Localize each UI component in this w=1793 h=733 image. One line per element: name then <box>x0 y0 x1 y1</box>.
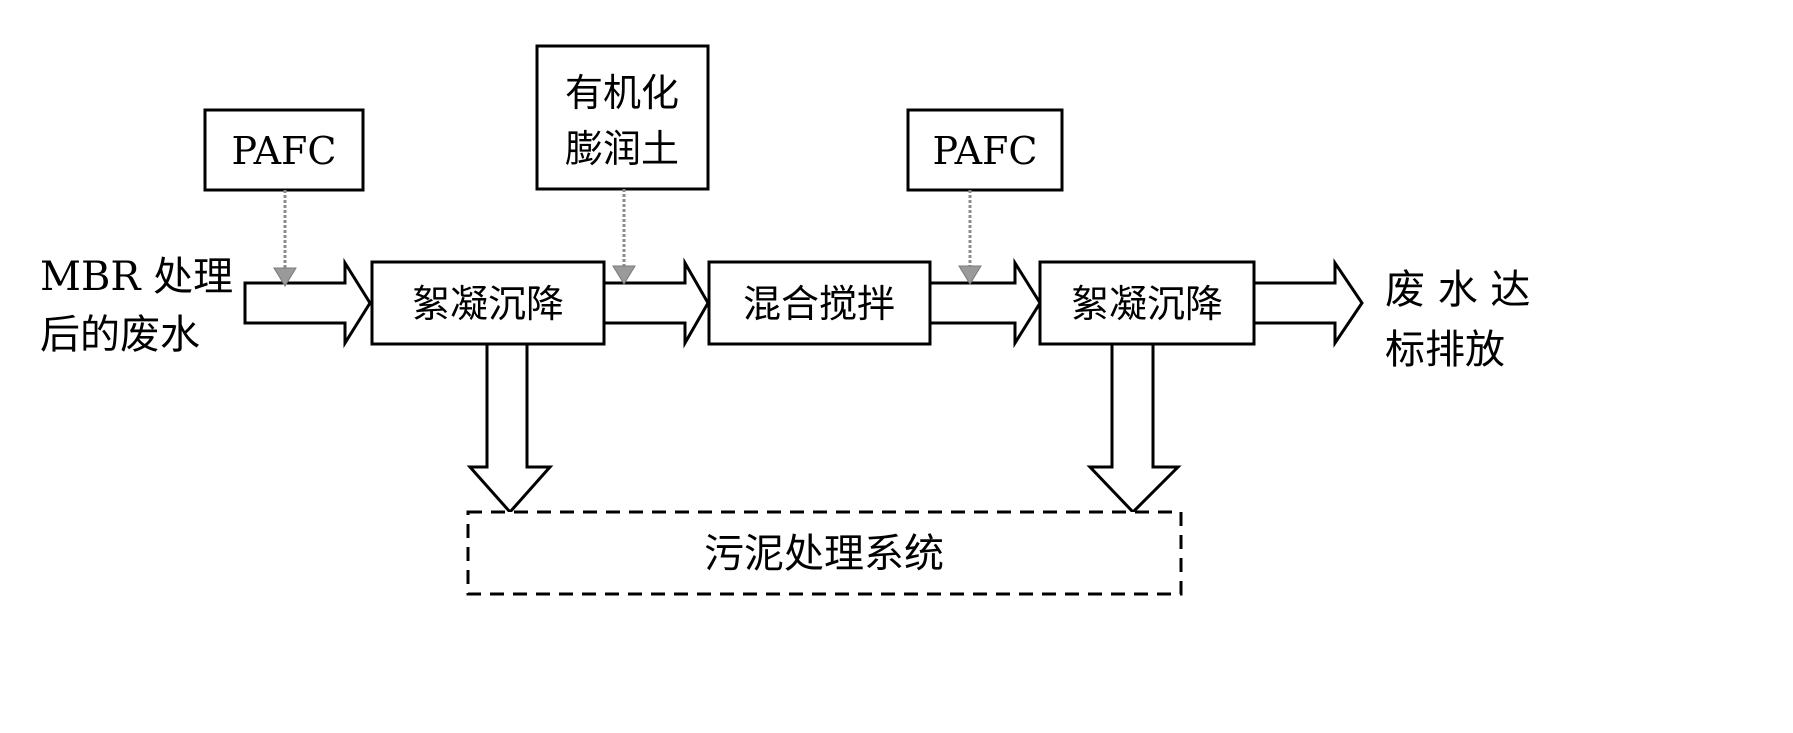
process-box-floc-2 <box>1038 260 1256 346</box>
sludge-system-box <box>466 510 1183 596</box>
additive-label-pafc-2: PAFC <box>933 129 1038 173</box>
process-box-mixing <box>707 260 932 346</box>
process-box-floc-1 <box>370 260 606 346</box>
output-label-line1: 废 水 达 <box>1385 267 1530 313</box>
sludge-system-label: 污泥处理系统 <box>704 531 944 577</box>
feed-arrowhead-pafc-1 <box>273 267 297 287</box>
feed-arrowhead-pafc-2 <box>958 265 982 285</box>
flow-arrow-outlet <box>1252 258 1364 348</box>
process-label-floc-2: 絮凝沉降 <box>1071 282 1223 326</box>
additive-label-organobentonite-line1: 有机化 <box>565 71 679 115</box>
flow-arrow-inlet <box>243 257 372 349</box>
sludge-arrow-1 <box>466 341 554 515</box>
feed-arrowhead-organobentonite <box>612 265 636 285</box>
additive-box-organobentonite <box>535 44 710 191</box>
additive-label-organobentonite-line2: 膨润土 <box>565 127 679 171</box>
sludge-arrow-2 <box>1086 341 1182 515</box>
flow-arrow-floc1-to-mixing <box>601 257 710 349</box>
additive-box-pafc-1 <box>203 108 365 192</box>
input-label-line2: 后的废水 <box>40 312 200 358</box>
additive-box-pafc-2 <box>906 108 1064 192</box>
output-label-line2: 标排放 <box>1385 327 1505 373</box>
input-label-line1: MBR 处理 <box>40 254 233 300</box>
flow-arrow-mixing-to-floc2 <box>928 257 1042 349</box>
process-label-floc-1: 絮凝沉降 <box>412 282 564 326</box>
additive-label-pafc-1: PAFC <box>232 129 337 173</box>
process-label-mixing: 混合搅拌 <box>743 282 895 326</box>
